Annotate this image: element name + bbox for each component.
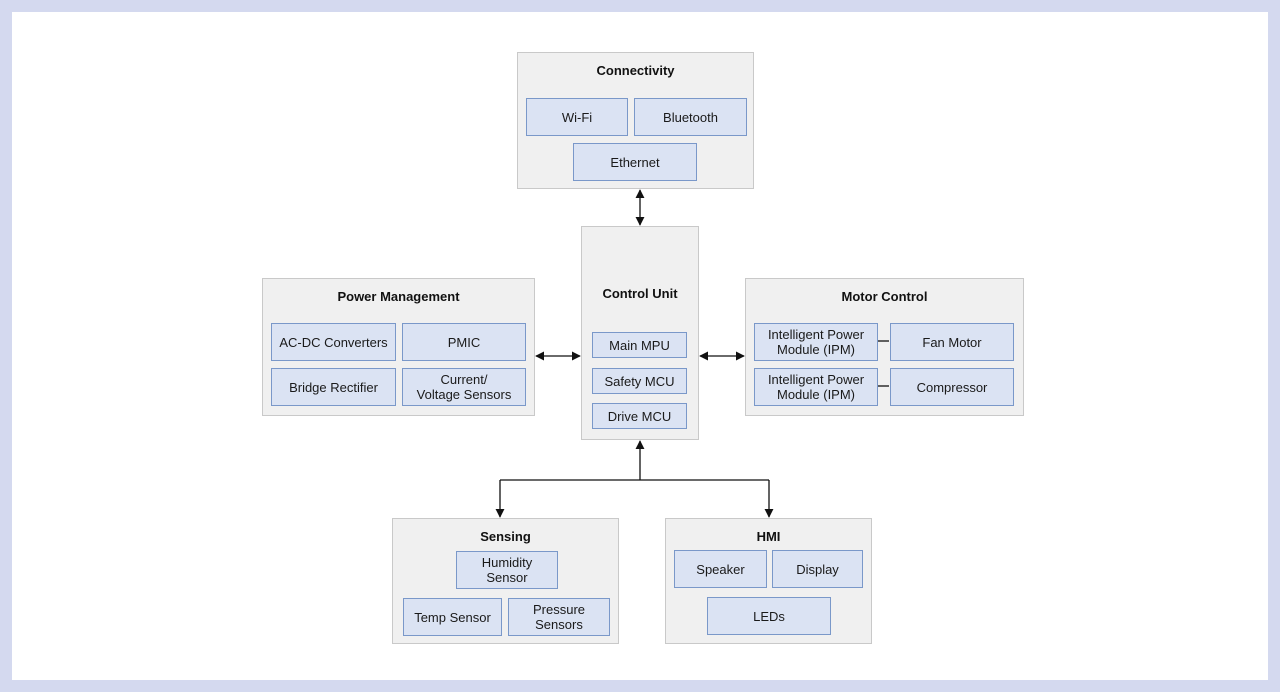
leds-node: LEDs (707, 597, 831, 635)
current-voltage-sensors-node: Current/ Voltage Sensors (402, 368, 526, 406)
wifi-node: Wi-Fi (526, 98, 628, 136)
pressure-sensors-node: Pressure Sensors (508, 598, 610, 636)
control-unit-group: Control Unit Main MPU Safety MCU Drive M… (581, 226, 699, 440)
main-mpu-node: Main MPU (592, 332, 687, 358)
motor-control-group: Motor Control Intelligent Power Module (… (745, 278, 1024, 416)
control-unit-title: Control Unit (602, 286, 678, 301)
safety-mcu-node: Safety MCU (592, 368, 687, 394)
bluetooth-node: Bluetooth (634, 98, 747, 136)
sensing-group: Sensing Humidity Sensor Temp Sensor Pres… (392, 518, 619, 644)
power-management-group: Power Management AC-DC Converters PMIC B… (262, 278, 535, 416)
drive-mcu-node: Drive MCU (592, 403, 687, 429)
pmic-node: PMIC (402, 323, 526, 361)
ac-dc-converters-node: AC-DC Converters (271, 323, 396, 361)
power-management-title: Power Management (337, 289, 460, 304)
fan-motor-node: Fan Motor (890, 323, 1014, 361)
sensing-title: Sensing (480, 529, 531, 544)
bridge-rectifier-node: Bridge Rectifier (271, 368, 396, 406)
ipm-1-node: Intelligent Power Module (IPM) (754, 323, 878, 361)
connectivity-title: Connectivity (596, 63, 675, 78)
ethernet-node: Ethernet (573, 143, 697, 181)
temp-sensor-node: Temp Sensor (403, 598, 502, 636)
hmi-group: HMI Speaker Display LEDs (665, 518, 872, 644)
ipm-2-node: Intelligent Power Module (IPM) (754, 368, 878, 406)
hmi-title: HMI (756, 529, 781, 544)
compressor-node: Compressor (890, 368, 1014, 406)
speaker-node: Speaker (674, 550, 767, 588)
display-node: Display (772, 550, 863, 588)
motor-control-title: Motor Control (841, 289, 928, 304)
humidity-sensor-node: Humidity Sensor (456, 551, 558, 589)
connectivity-group: Connectivity Wi-Fi Bluetooth Ethernet (517, 52, 754, 189)
